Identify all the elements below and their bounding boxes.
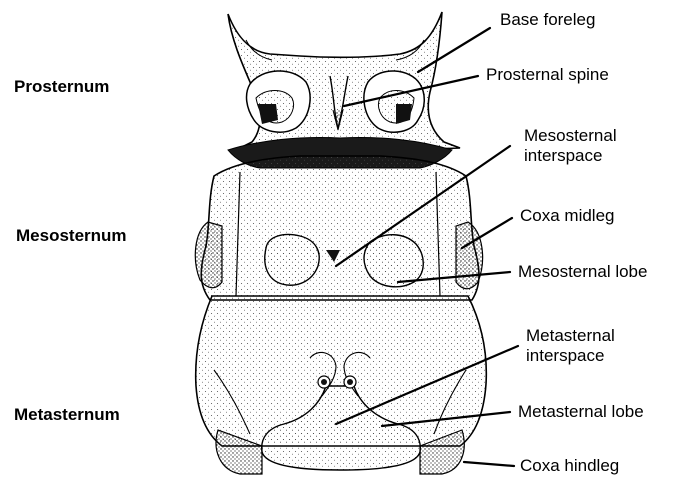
label-mesosternal-lobe: Mesosternal lobe bbox=[518, 262, 647, 282]
label-metasternal-lobe: Metasternal lobe bbox=[518, 402, 644, 422]
base-foreleg-right bbox=[364, 71, 424, 132]
label-prosternal-spine: Prosternal spine bbox=[486, 65, 609, 85]
label-mesosternal-interspace: Mesosternal interspace bbox=[524, 126, 617, 166]
base-foreleg-left bbox=[247, 71, 311, 132]
region-label-metasternum: Metasternum bbox=[14, 405, 120, 425]
region-label-prosternum: Prosternum bbox=[14, 77, 109, 97]
label-coxa-hindleg: Coxa hindleg bbox=[520, 456, 619, 476]
region-label-mesosternum: Mesosternum bbox=[16, 226, 127, 246]
label-base-foreleg: Base foreleg bbox=[500, 10, 595, 30]
label-coxa-midleg: Coxa midleg bbox=[520, 206, 615, 226]
leader-coxa-hindleg bbox=[464, 462, 514, 466]
coxa-midleg-right bbox=[456, 222, 483, 289]
coxa-midleg-left bbox=[195, 222, 222, 288]
label-metasternal-interspace: Metasternal interspace bbox=[526, 326, 615, 366]
